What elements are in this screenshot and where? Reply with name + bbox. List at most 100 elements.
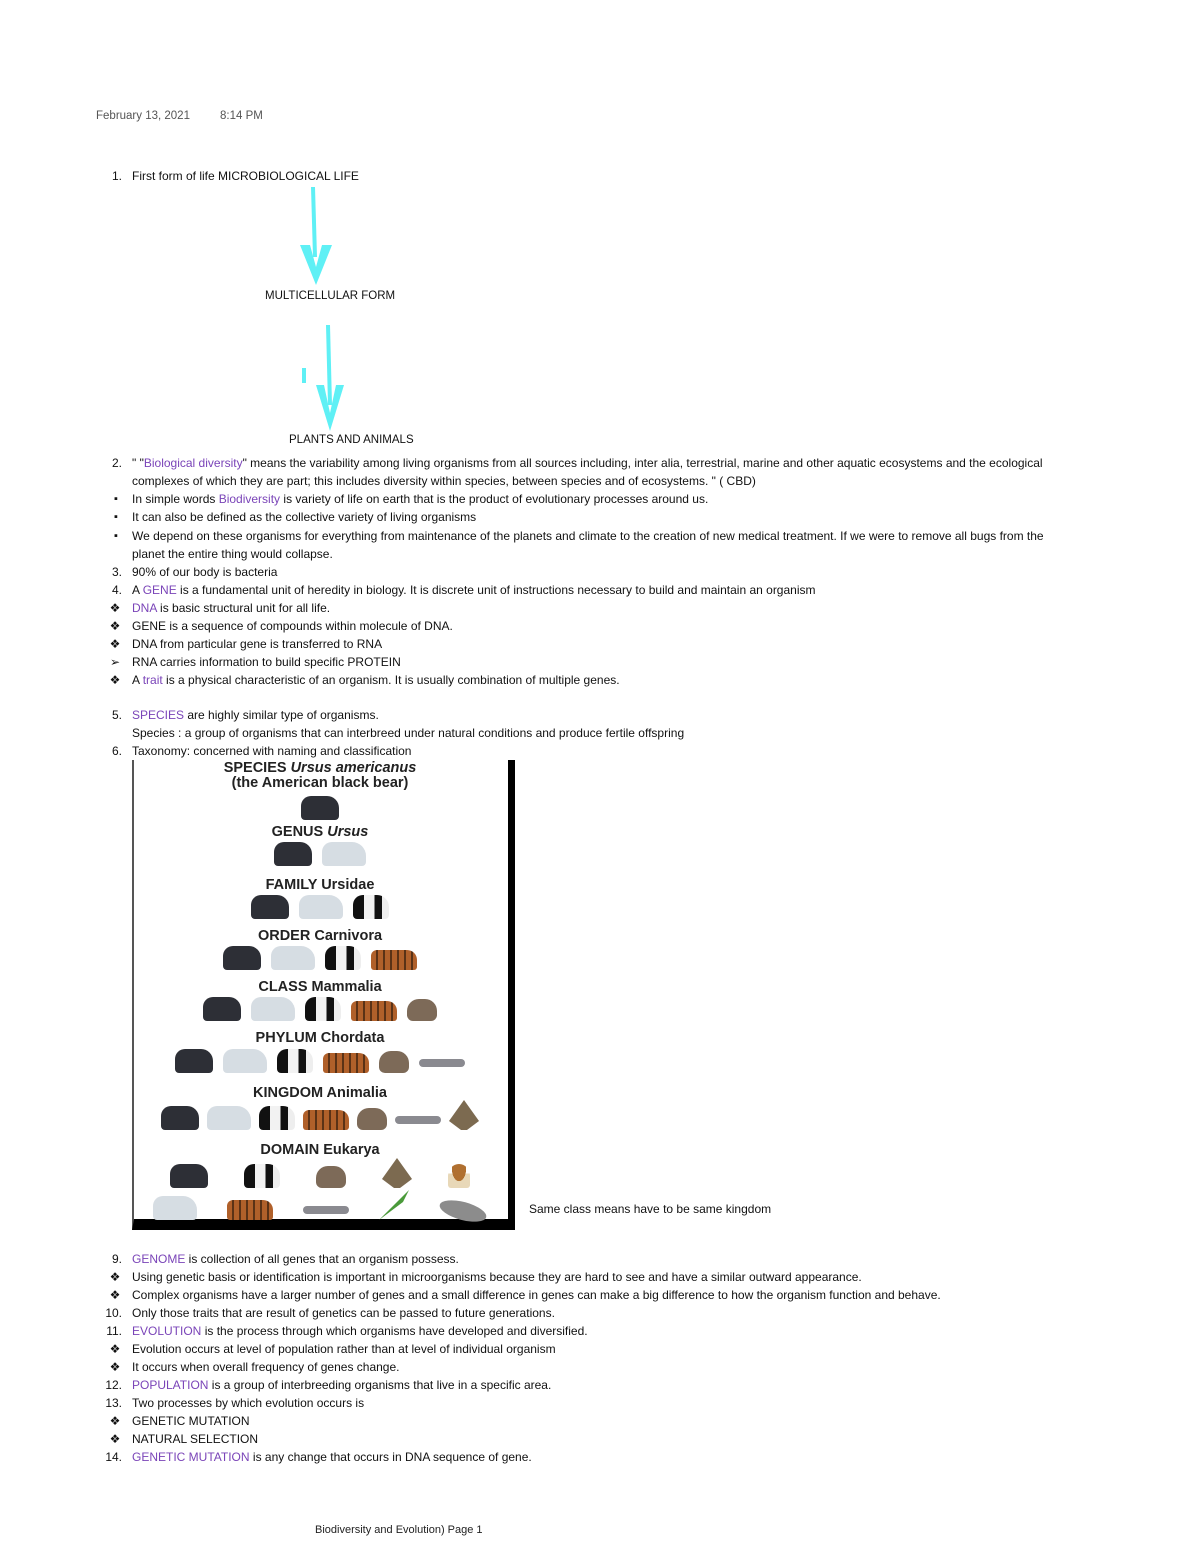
diamond-bullet-icon: ❖ (109, 673, 121, 687)
diamond-bullet-icon: ❖ (109, 1414, 121, 1428)
list-item-text: GENETIC MUTATION (132, 1414, 250, 1428)
list-number: 10. (105, 1306, 122, 1320)
list-item-text: Evolution occurs at level of population … (132, 1342, 556, 1356)
panda-icon (353, 895, 389, 919)
list-item-1: 1. First form of life MICROBIOLOGICAL LI… (0, 167, 1200, 185)
term-trait: trait (142, 673, 163, 687)
list-item-text: planet the entire thing would collapse. (132, 547, 333, 561)
panda-icon (259, 1106, 295, 1130)
list-item-text: SPECIES are highly similar type of organ… (132, 708, 379, 722)
rabbit-icon (379, 1051, 409, 1073)
list-number: 13. (105, 1396, 122, 1410)
figure-kingdom-heading: KINGDOM Animalia (252, 1085, 387, 1101)
list-item-13: 13. Two processes by which evolution occ… (0, 1394, 1200, 1412)
diamond-bullet-item: ❖ Evolution occurs at level of populatio… (0, 1340, 1200, 1358)
figure-row-phylum (134, 1049, 506, 1073)
diamond-bullet-icon: ❖ (109, 1360, 121, 1374)
black-bear-icon (170, 1164, 208, 1188)
term-gene: GENE (142, 583, 177, 597)
black-bear-icon (175, 1049, 213, 1073)
arrow-bullet-item: ➢ RNA carries information to build speci… (0, 653, 1200, 671)
polar-bear-icon (251, 997, 295, 1021)
list-item-text: RNA carries information to build specifi… (132, 655, 401, 669)
lizard-icon (395, 1116, 441, 1124)
polar-bear-icon (322, 842, 366, 866)
list-number: 12. (105, 1378, 122, 1392)
down-arrow-icon (302, 325, 344, 431)
figure-species-common: (the American black bear) (231, 775, 409, 791)
list-item-14: 14. GENETIC MUTATION is any change that … (0, 1448, 1200, 1466)
polar-bear-icon (207, 1106, 251, 1130)
bullet-item: ▪ It can also be defined as the collecti… (0, 508, 1200, 526)
term-evolution: EVOLUTION (132, 1324, 202, 1338)
list-item-text: EVOLUTION is the process through which o… (132, 1324, 588, 1338)
list-item-text: Using genetic basis or identification is… (132, 1270, 862, 1284)
note-time: 8:14 PM (220, 110, 263, 122)
figure-genus-heading: GENUS Ursus (271, 824, 369, 840)
black-bear-icon (274, 842, 312, 866)
protist-icon (437, 1196, 489, 1226)
note-date: February 13, 2021 (96, 110, 190, 122)
list-item-text: 90% of our body is bacteria (132, 565, 278, 579)
flow-step-plants-animals: PLANTS AND ANIMALS (289, 434, 414, 446)
diamond-bullet-item: ❖ DNA from particular gene is transferre… (0, 635, 1200, 653)
black-bear-icon (223, 946, 261, 970)
diamond-bullet-item: ❖ It occurs when overall frequency of ge… (0, 1358, 1200, 1376)
black-bear-icon (203, 997, 241, 1021)
diamond-bullet-icon: ❖ (109, 637, 121, 651)
black-bear-icon (251, 895, 289, 919)
diamond-bullet-item: ❖ NATURAL SELECTION (0, 1430, 1200, 1448)
list-item-text: DNA from particular gene is transferred … (132, 637, 383, 651)
list-number: 4. (111, 583, 122, 597)
tiger-icon (227, 1200, 273, 1220)
list-item-text: Species : a group of organisms that can … (132, 726, 685, 740)
down-arrow-icon (300, 187, 332, 285)
moth-icon (382, 1158, 412, 1188)
list-item-text: POPULATION is a group of interbreeding o… (132, 1378, 552, 1392)
diamond-bullet-item: ❖ GENETIC MUTATION (0, 1412, 1200, 1430)
list-item-2-cont: complexes of which they are part; this i… (0, 472, 1200, 490)
list-number: 11. (106, 1324, 122, 1338)
diamond-bullet-icon: ❖ (109, 1432, 121, 1446)
polar-bear-icon (153, 1196, 197, 1220)
list-item-3: 3. 90% of our body is bacteria (0, 563, 1200, 581)
mushroom-icon (448, 1164, 470, 1188)
list-item-text: It can also be defined as the collective… (132, 510, 477, 524)
diamond-bullet-item: ❖ GENE is a sequence of compounds within… (0, 617, 1200, 635)
term-biodiversity: Biodiversity (218, 492, 281, 506)
fern-icon (379, 1190, 409, 1220)
lizard-icon (303, 1206, 349, 1214)
term-population: POPULATION (132, 1378, 209, 1392)
figure-phylum-heading: PHYLUM Chordata (255, 1030, 385, 1046)
list-number: 3. (111, 565, 122, 579)
square-bullet-icon: ▪ (114, 493, 118, 505)
bullet-item: ▪ We depend on these organisms for every… (0, 527, 1200, 545)
bullet-item: ▪ In simple words Biodiversity is variet… (0, 490, 1200, 508)
list-item-text: Taxonomy: concerned with naming and clas… (132, 744, 412, 758)
list-item-text: Complex organisms have a larger number o… (132, 1288, 941, 1302)
tiger-icon (303, 1110, 349, 1130)
list-number: 14. (105, 1450, 122, 1464)
figure-row-kingdom (134, 1100, 506, 1130)
list-item-text: NATURAL SELECTION (132, 1432, 259, 1446)
diamond-bullet-icon: ❖ (109, 619, 121, 633)
list-item-text: In simple words Biodiversity is variety … (132, 492, 709, 506)
list-item-12: 12. POPULATION is a group of interbreedi… (0, 1376, 1200, 1394)
figure-order-heading: ORDER Carnivora (257, 928, 383, 944)
tiger-icon (351, 1001, 397, 1021)
diamond-bullet-item: ❖ Using genetic basis or identification … (0, 1268, 1200, 1286)
list-item-text: First form of life MICROBIOLOGICAL LIFE (132, 169, 359, 183)
term-biological-diversity: Biological diversity (143, 456, 243, 470)
list-item-text: We depend on these organisms for everyth… (132, 529, 1044, 543)
list-item-text: GENE is a sequence of compounds within m… (132, 619, 453, 633)
list-item-text: A GENE is a fundamental unit of heredity… (132, 583, 816, 597)
rabbit-icon (357, 1108, 387, 1130)
arrowhead-bullet-icon: ➢ (109, 655, 121, 669)
moth-icon (449, 1100, 479, 1130)
polar-bear-icon (223, 1049, 267, 1073)
panda-icon (325, 946, 361, 970)
panda-icon (244, 1164, 280, 1188)
list-item-text: DNA is basic structural unit for all lif… (132, 601, 331, 615)
square-bullet-icon: ▪ (114, 530, 118, 542)
page-footer: Biodiversity and Evolution) Page 1 (315, 1524, 483, 1536)
